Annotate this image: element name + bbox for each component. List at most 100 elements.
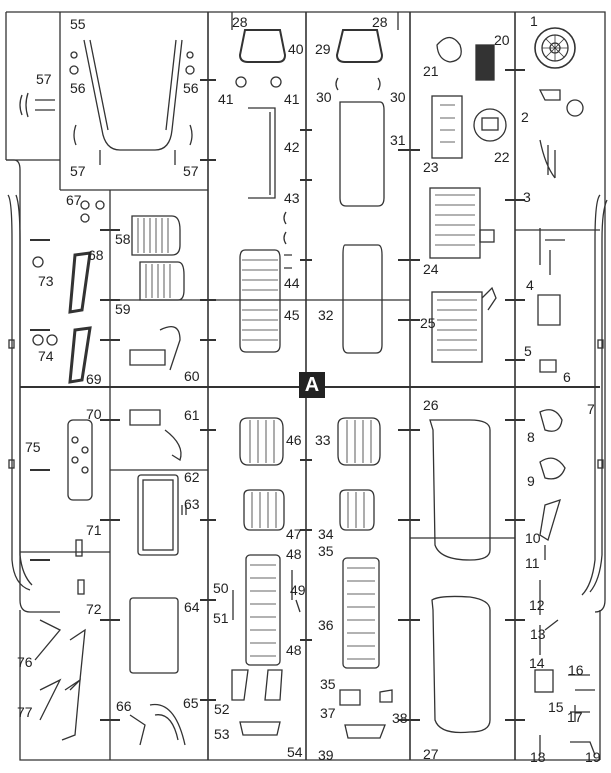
part-70-77-group <box>34 419 93 741</box>
part-number-29: 29 <box>315 41 331 57</box>
part-number-41-left: 41 <box>218 91 234 107</box>
part-number-76: 76 <box>17 654 33 670</box>
part-number-40: 40 <box>288 41 304 57</box>
part-number-5: 5 <box>524 343 532 359</box>
part-number-26: 26 <box>423 397 439 413</box>
part-number-14: 14 <box>529 655 545 671</box>
part-number-25: 25 <box>420 315 436 331</box>
part-number-54: 54 <box>287 744 303 760</box>
part-28-29-40 <box>231 12 399 63</box>
part-number-68: 68 <box>88 247 104 263</box>
part-number-46: 46 <box>286 432 302 448</box>
part-number-66: 66 <box>116 698 132 714</box>
part-number-70: 70 <box>86 406 102 422</box>
part-number-53: 53 <box>214 726 230 742</box>
part-24-25-engine <box>429 187 497 363</box>
part-number-48-bottom: 48 <box>286 642 302 658</box>
part-37-39-52-54 <box>231 669 393 739</box>
part-number-67: 67 <box>66 192 82 208</box>
part-8-19-group <box>534 409 596 756</box>
sprue-frame <box>5 11 606 761</box>
part-33-34-46-47-seats <box>239 417 381 531</box>
part-26-27 <box>429 419 491 734</box>
part-number-75: 75 <box>25 439 41 455</box>
part-number-38: 38 <box>392 710 408 726</box>
part-number-41-right: 41 <box>284 91 300 107</box>
part-number-57-c: 57 <box>183 163 199 179</box>
part-number-56-left: 56 <box>70 80 86 96</box>
part-number-39: 39 <box>318 747 334 763</box>
part-number-19: 19 <box>585 749 601 765</box>
part-number-31: 31 <box>390 132 406 148</box>
part-number-50: 50 <box>213 580 229 596</box>
part-number-52: 52 <box>214 701 230 717</box>
part-57-brackets <box>19 92 193 146</box>
part-number-6: 6 <box>563 369 571 385</box>
part-1-6-group <box>534 27 584 373</box>
part-number-33: 33 <box>315 432 331 448</box>
part-number-30-right: 30 <box>390 89 406 105</box>
part-number-24: 24 <box>423 261 439 277</box>
part-number-61: 61 <box>184 407 200 423</box>
part-number-16: 16 <box>568 662 584 678</box>
part-number-18: 18 <box>530 749 546 765</box>
part-58-59-seat-cushions <box>131 215 185 301</box>
part-number-71: 71 <box>86 522 102 538</box>
part-number-77: 77 <box>17 704 33 720</box>
part-number-37: 37 <box>320 705 336 721</box>
gates <box>30 69 525 721</box>
part-number-13: 13 <box>530 626 546 642</box>
part-44-45-grille <box>239 249 292 353</box>
part-number-28-right: 28 <box>372 14 388 30</box>
part-number-63: 63 <box>184 496 200 512</box>
part-number-21: 21 <box>423 63 439 79</box>
part-number-30-left: 30 <box>316 89 332 105</box>
part-number-10: 10 <box>525 530 541 546</box>
part-55-seat-frame <box>83 39 183 165</box>
part-number-15: 15 <box>548 699 564 715</box>
part-number-56-right: 56 <box>183 80 199 96</box>
part-number-72: 72 <box>86 601 102 617</box>
part-number-59: 59 <box>115 301 131 317</box>
part-number-1: 1 <box>530 13 538 29</box>
part-number-34: 34 <box>318 526 334 542</box>
part-75-side-rail <box>7 194 33 591</box>
sprue-letter-label: A <box>299 372 325 398</box>
part-number-22: 22 <box>494 149 510 165</box>
part-number-27: 27 <box>423 746 439 762</box>
part-31-32 <box>339 101 385 354</box>
part-number-51: 51 <box>213 610 229 626</box>
part-number-23: 23 <box>423 159 439 175</box>
part-number-44: 44 <box>284 275 300 291</box>
part-56-pieces <box>69 51 195 75</box>
part-60-61 <box>129 326 182 461</box>
part-number-62: 62 <box>184 469 200 485</box>
part-number-36: 36 <box>318 617 334 633</box>
part-number-12: 12 <box>529 597 545 613</box>
part-number-11: 11 <box>525 555 540 571</box>
part-number-57-a: 57 <box>36 71 52 87</box>
part-42-43 <box>248 107 287 245</box>
part-7-side-rail <box>581 194 608 596</box>
part-number-65: 65 <box>183 695 199 711</box>
part-number-48-top: 48 <box>286 546 302 562</box>
part-number-8: 8 <box>527 429 535 445</box>
part-number-32: 32 <box>318 307 334 323</box>
part-number-45: 45 <box>284 307 300 323</box>
part-20-21 <box>436 36 495 81</box>
part-number-57-b: 57 <box>70 163 86 179</box>
part-62-64-panels <box>129 474 187 674</box>
part-number-2: 2 <box>521 109 529 125</box>
part-number-20: 20 <box>494 32 510 48</box>
part-41-30 <box>235 76 381 91</box>
part-number-28-left: 28 <box>232 14 248 30</box>
part-number-9: 9 <box>527 473 535 489</box>
part-number-55: 55 <box>70 16 86 32</box>
part-22-23 <box>431 95 507 159</box>
part-number-43: 43 <box>284 190 300 206</box>
part-number-49: 49 <box>290 582 306 598</box>
part-67-74-group <box>32 200 105 384</box>
part-number-60: 60 <box>184 368 200 384</box>
